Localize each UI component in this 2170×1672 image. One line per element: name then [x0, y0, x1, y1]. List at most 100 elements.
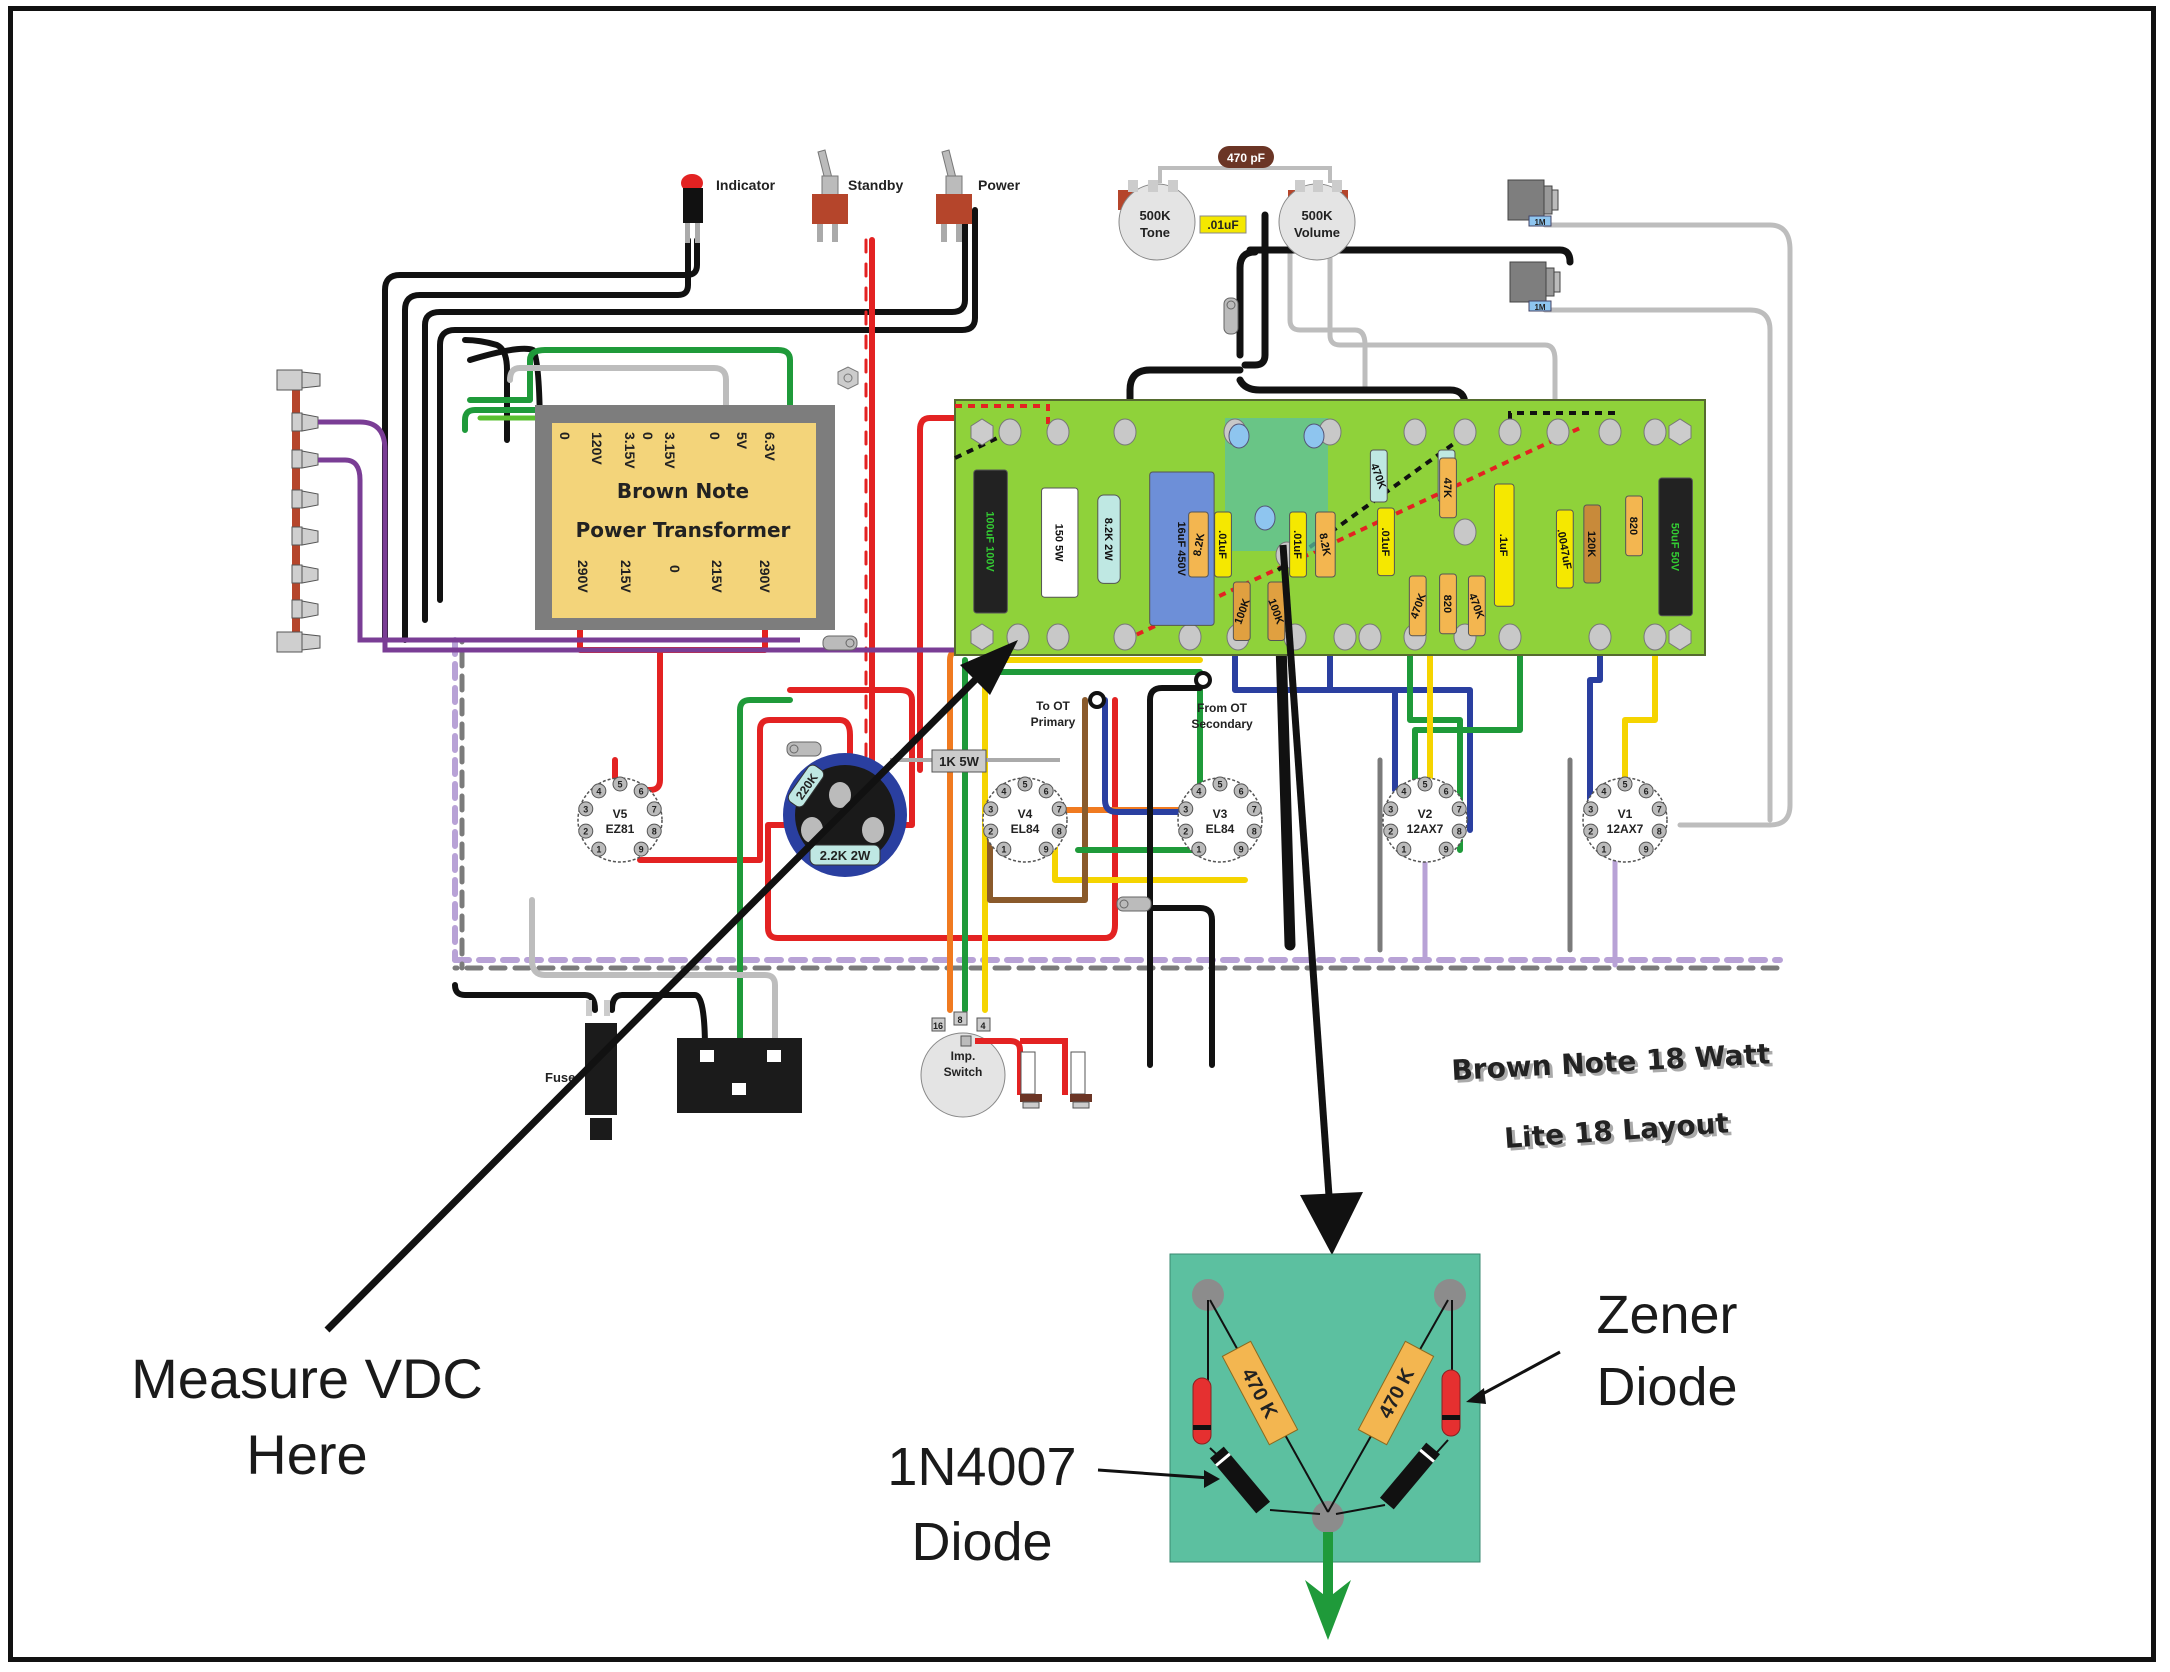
ot-secondary-grommet — [1194, 671, 1212, 689]
ground-lug — [1116, 896, 1152, 912]
indicator-lamp — [681, 174, 703, 243]
tap-label: 5V — [734, 432, 750, 450]
board-component-c-1: .1uF — [1493, 483, 1515, 607]
resistor-2k2-label: 2.2K 2W — [820, 848, 871, 863]
turret — [1178, 623, 1202, 651]
standby-switch[interactable] — [812, 149, 848, 242]
tube-pin — [1638, 783, 1654, 799]
zener-diode-left — [1192, 1377, 1212, 1445]
input-jack-1[interactable]: 1M — [1507, 179, 1559, 227]
wire-blue — [1587, 637, 1603, 823]
tube-pin — [1396, 841, 1412, 857]
wire-red — [787, 687, 915, 828]
input-resistor-label: 1M — [1534, 218, 1545, 227]
wire-black — [1274, 604, 1296, 951]
tube-pin — [1417, 776, 1433, 792]
diode-label-line1: 1N4007 — [887, 1437, 1076, 1497]
wire-blue — [1327, 637, 1473, 833]
board-component-c-100uf: 100uF 100V — [973, 469, 1008, 614]
tube-pin — [1583, 801, 1599, 817]
tube-pin — [1438, 783, 1454, 799]
speaker-jack-1[interactable] — [1020, 1051, 1042, 1109]
pin-number: 5 — [1217, 780, 1222, 790]
tube-pin — [1383, 801, 1399, 817]
tone-pot-value: 500K — [1139, 208, 1171, 223]
wire-grey — [1542, 307, 1773, 823]
tap-label: 215V — [709, 560, 725, 593]
pin-number: 6 — [1444, 786, 1449, 796]
board-component-c-01-c: .01uF — [1377, 507, 1395, 577]
ot-secondary-line2: Secondary — [1191, 717, 1253, 731]
tag-strip — [276, 369, 960, 653]
board-component-r-8k2-b: 8.2K — [1315, 511, 1336, 578]
turret — [998, 418, 1022, 446]
ot-primary-label: To OT Primary — [1031, 699, 1076, 729]
pin-number: 8 — [1057, 827, 1062, 837]
tap-label: 215V — [618, 560, 634, 593]
pin-number: 4 — [596, 786, 601, 796]
board-component-c-01-a: .01uF — [1214, 511, 1232, 578]
tube-pin — [646, 801, 662, 817]
ground-lug — [822, 635, 858, 651]
tube-id: V5 — [613, 807, 628, 821]
input-jack-2[interactable]: 1M — [1509, 261, 1561, 312]
pin-number: 1 — [1401, 845, 1406, 855]
tone-pot-name: Tone — [1140, 225, 1170, 240]
tube-pin — [983, 823, 999, 839]
tone-cap: .01uF — [1199, 215, 1247, 234]
wire-blue — [1232, 637, 1398, 793]
pin-number: 9 — [1044, 845, 1049, 855]
ot-secondary-line1: From OT — [1197, 701, 1248, 715]
measure-label-line1: Measure VDC — [131, 1347, 483, 1410]
transformer-name-line2: Power Transformer — [576, 518, 791, 542]
wire-black — [1147, 685, 1203, 1068]
imp-tap: 4 — [980, 1021, 985, 1031]
impedance-switch[interactable]: 16 8 4 Imp. Switch — [920, 1011, 1006, 1118]
tube-pin — [1051, 823, 1067, 839]
turret — [1498, 623, 1522, 651]
tube-pin — [1051, 801, 1067, 817]
tone-pot[interactable]: 500K Tone — [1118, 180, 1196, 261]
pin-number: 7 — [652, 804, 657, 814]
component-label: 820 — [1441, 595, 1453, 613]
wire-purple — [318, 457, 800, 643]
turret — [1113, 623, 1137, 651]
component-label: 8.2K — [1316, 532, 1332, 557]
board-component-r-100k-b: 100K — [1265, 581, 1286, 641]
pin-number: 8 — [1457, 827, 1462, 837]
power-switch[interactable] — [936, 149, 972, 242]
board-component-r-150: 150 5W — [1041, 487, 1079, 598]
turret — [1046, 418, 1070, 446]
wire-black — [462, 337, 510, 443]
tube-pin — [578, 801, 594, 817]
board-standoff — [970, 418, 994, 446]
tube-pin — [1246, 823, 1262, 839]
wire-red — [637, 717, 893, 863]
tube-pin — [1178, 823, 1194, 839]
tube-type: 12AX7 — [1607, 822, 1644, 836]
measure-label-line2: Here — [246, 1423, 367, 1486]
component-label: .01uF — [1291, 530, 1303, 559]
component-label: .1uF — [1497, 534, 1509, 557]
pin-number: 5 — [1022, 780, 1027, 790]
speaker-jack-2[interactable] — [1070, 1051, 1092, 1109]
wire-purple — [318, 419, 960, 653]
board-component-r-8k2-2w: 8.2K 2W — [1097, 494, 1121, 584]
ot-primary-line2: Primary — [1031, 715, 1076, 729]
component-label: .01uF — [1379, 527, 1391, 556]
fuse-label: Fuse — [545, 1070, 575, 1085]
pin-number: 6 — [1644, 786, 1649, 796]
turret — [1643, 623, 1667, 651]
volume-pot[interactable]: 500K Volume — [1278, 180, 1356, 261]
diode-callout-arrow — [1097, 1468, 1220, 1488]
pin-number: 9 — [1644, 845, 1649, 855]
pin-number: 3 — [1388, 804, 1393, 814]
tube-pin — [1583, 823, 1599, 839]
board-component-r-470k-a: 470K — [1368, 449, 1388, 503]
rectifier-diode-left — [1209, 1446, 1271, 1514]
rectifier-diode-right — [1379, 1442, 1441, 1510]
board-standoff — [970, 623, 994, 651]
